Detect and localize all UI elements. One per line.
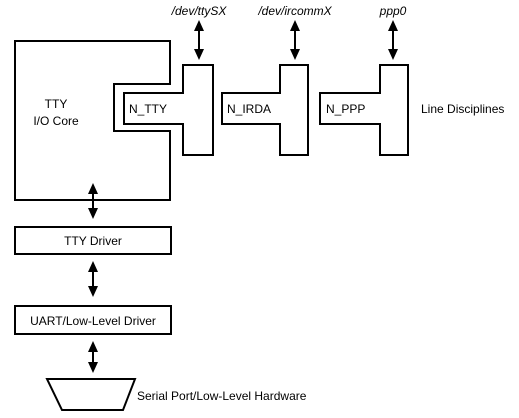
- n-tty-label: N_TTY: [129, 102, 167, 116]
- dev-ttysx-label: /dev/ttySX: [171, 4, 228, 18]
- n-irda-discipline-block: [221, 64, 309, 156]
- dev-ircommx-label: /dev/ircommX: [257, 4, 332, 18]
- uart-to-hardware-arrow: [88, 341, 98, 373]
- ppp0-to-n-ppp-arrow: [388, 20, 398, 60]
- tty-io-core-label-line2: I/O Core: [33, 114, 79, 128]
- tty-driver-label: TTY Driver: [64, 234, 122, 248]
- n-tty-discipline-block: [123, 64, 214, 156]
- serial-port-hardware-shape: [45, 378, 137, 411]
- ttysx-to-n-tty-arrow: [194, 20, 204, 60]
- n-ppp-label: N_PPP: [326, 102, 365, 116]
- tty-driver-to-uart-arrow: [88, 261, 98, 297]
- ircommx-to-n-irda-arrow: [290, 20, 300, 60]
- uart-driver-label: UART/Low-Level Driver: [30, 314, 156, 328]
- tty-driver-box: [14, 226, 172, 255]
- ppp0-label: ppp0: [379, 4, 407, 18]
- line-disciplines-label: Line Disciplines: [421, 102, 504, 116]
- tty-io-core-box: [14, 40, 171, 201]
- serial-port-hardware-label: Serial Port/Low-Level Hardware: [137, 389, 307, 403]
- n-irda-label: N_IRDA: [227, 102, 271, 116]
- uart-driver-box: [14, 305, 172, 335]
- tty-io-core-label-line1: TTY: [45, 97, 68, 111]
- n-ppp-discipline-block: [319, 64, 409, 156]
- core-to-tty-driver-arrow: [88, 183, 98, 219]
